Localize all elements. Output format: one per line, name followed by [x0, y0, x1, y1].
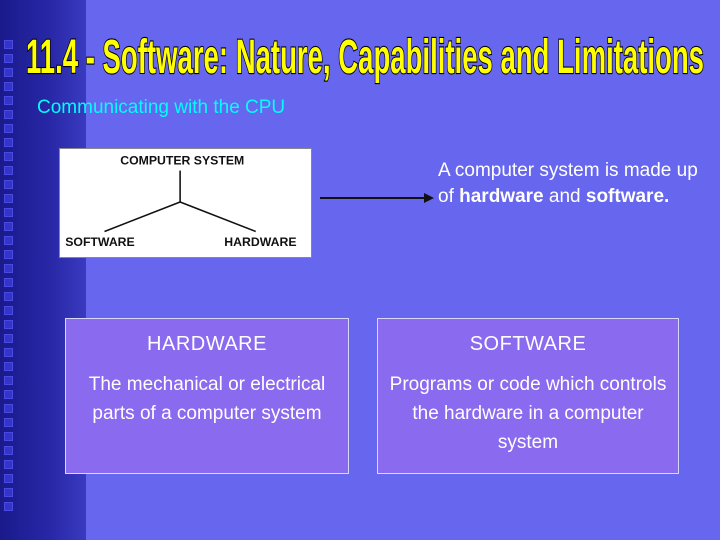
decorative-square	[4, 124, 13, 133]
decorative-square	[4, 460, 13, 469]
decorative-square	[4, 138, 13, 147]
hardware-description: The mechanical or electrical parts of a …	[88, 374, 326, 424]
diagram-right-branch	[179, 201, 256, 233]
intro-hardware-word: hardware	[459, 186, 544, 207]
decorative-square	[4, 446, 13, 455]
decorative-square	[4, 54, 13, 63]
diagram-top-label: COMPUTER SYSTEM	[120, 154, 244, 168]
decorative-square	[4, 306, 13, 315]
decorative-square	[4, 404, 13, 413]
decorative-square	[4, 362, 13, 371]
intro-and: and	[543, 186, 586, 207]
right-arrow-icon	[318, 190, 436, 206]
decorative-square	[4, 348, 13, 357]
decorative-square	[4, 264, 13, 273]
decorative-square	[4, 208, 13, 217]
decorative-square	[4, 292, 13, 301]
software-description: Programs or code which controls the hard…	[389, 374, 667, 453]
software-heading: SOFTWARE	[469, 333, 587, 355]
decorative-square	[4, 432, 13, 441]
decorative-square	[4, 166, 13, 175]
decorative-squares	[4, 40, 20, 511]
decorative-square	[4, 488, 13, 497]
hardware-box: HARDWARE The mechanical or electrical pa…	[65, 318, 349, 474]
diagram-right-label: HARDWARE	[224, 235, 296, 249]
decorative-square	[4, 334, 13, 343]
left-decorative-strip	[0, 0, 86, 540]
slide-subtitle: Communicating with the CPU	[37, 97, 286, 118]
decorative-square	[4, 376, 13, 385]
decorative-square	[4, 82, 13, 91]
decorative-square	[4, 68, 13, 77]
software-box: SOFTWARE Programs or code which controls…	[377, 318, 679, 474]
slide-title: 11.4 - Software: Nature, Capabilities an…	[26, 18, 710, 88]
decorative-square	[4, 390, 13, 399]
decorative-square	[4, 222, 13, 231]
decorative-square	[4, 194, 13, 203]
hardware-heading: HARDWARE	[147, 333, 267, 355]
decorative-square	[4, 250, 13, 259]
decorative-square	[4, 40, 13, 49]
decorative-square	[4, 320, 13, 329]
intro-text: A computer system is made up of hardware…	[438, 158, 708, 210]
intro-software-word: software.	[585, 186, 670, 207]
decorative-square	[4, 110, 13, 119]
decorative-square	[4, 278, 13, 287]
decorative-square	[4, 180, 13, 189]
diagram-left-branch	[104, 201, 181, 233]
diagram-left-label: SOFTWARE	[65, 235, 135, 249]
decorative-square	[4, 152, 13, 161]
decorative-square	[4, 474, 13, 483]
slide-title-text: 11.4 - Software: Nature, Capabilities an…	[26, 31, 704, 84]
decorative-square	[4, 236, 13, 245]
decorative-square	[4, 502, 13, 511]
decorative-square	[4, 96, 13, 105]
decorative-square	[4, 418, 13, 427]
intro-prefix: A computer system is made up of	[438, 160, 698, 207]
computer-system-diagram: COMPUTER SYSTEM SOFTWARE HARDWARE	[59, 148, 312, 258]
